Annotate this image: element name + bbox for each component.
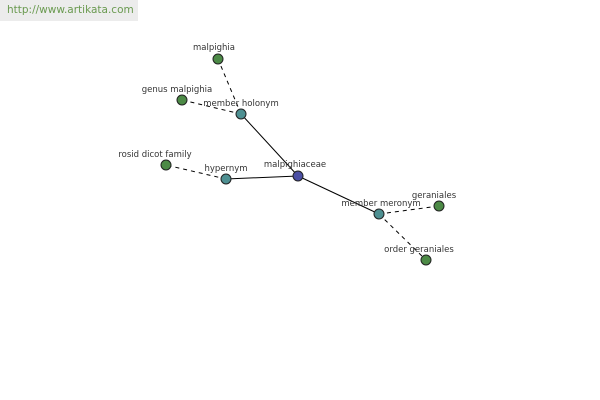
edge-member-holonym-malpighia — [217, 58, 242, 115]
label-geraniales: geraniales — [412, 191, 457, 201]
watermark-text[interactable]: http://www.artikata.com — [7, 4, 134, 16]
edges — [165, 58, 440, 261]
edge-center-member-holonym — [240, 113, 299, 177]
edge-member-meronym-order-geraniales — [378, 213, 427, 261]
label-genus-malpighia: genus malpighia — [142, 85, 213, 95]
edge-member-meronym-geraniales — [378, 205, 440, 215]
node-geraniales[interactable] — [433, 200, 445, 212]
node-rosid-dicot-family[interactable] — [160, 159, 172, 171]
label-rosid-dicot-family: rosid dicot family — [118, 150, 191, 160]
label-member-holonym: member holonym — [203, 99, 278, 109]
label-order-geraniales: order geraniales — [384, 245, 454, 255]
node-malpighiaceae[interactable] — [292, 170, 304, 182]
node-member-holonym[interactable] — [235, 108, 247, 120]
label-malpighia: malpighia — [193, 43, 235, 53]
label-member-meronym: member meronym — [341, 199, 420, 209]
edge-center-hypernym — [225, 175, 299, 180]
watermark-banner: http://www.artikata.com — [0, 0, 138, 21]
node-hypernym[interactable] — [220, 173, 232, 185]
labels: malpighiaceae member holonym hypernym me… — [118, 43, 456, 255]
edge-hypernym-rosid-dicot-family — [165, 164, 227, 180]
edge-center-member-meronym — [297, 175, 380, 215]
node-malpighia[interactable] — [212, 53, 224, 65]
nodes — [160, 53, 445, 266]
label-malpighiaceae: malpighiaceae — [264, 160, 326, 170]
node-member-meronym[interactable] — [373, 208, 385, 220]
node-genus-malpighia[interactable] — [176, 94, 188, 106]
label-hypernym: hypernym — [204, 164, 247, 174]
edge-member-holonym-genus-malpighia — [181, 99, 242, 115]
node-order-geraniales[interactable] — [420, 254, 432, 266]
